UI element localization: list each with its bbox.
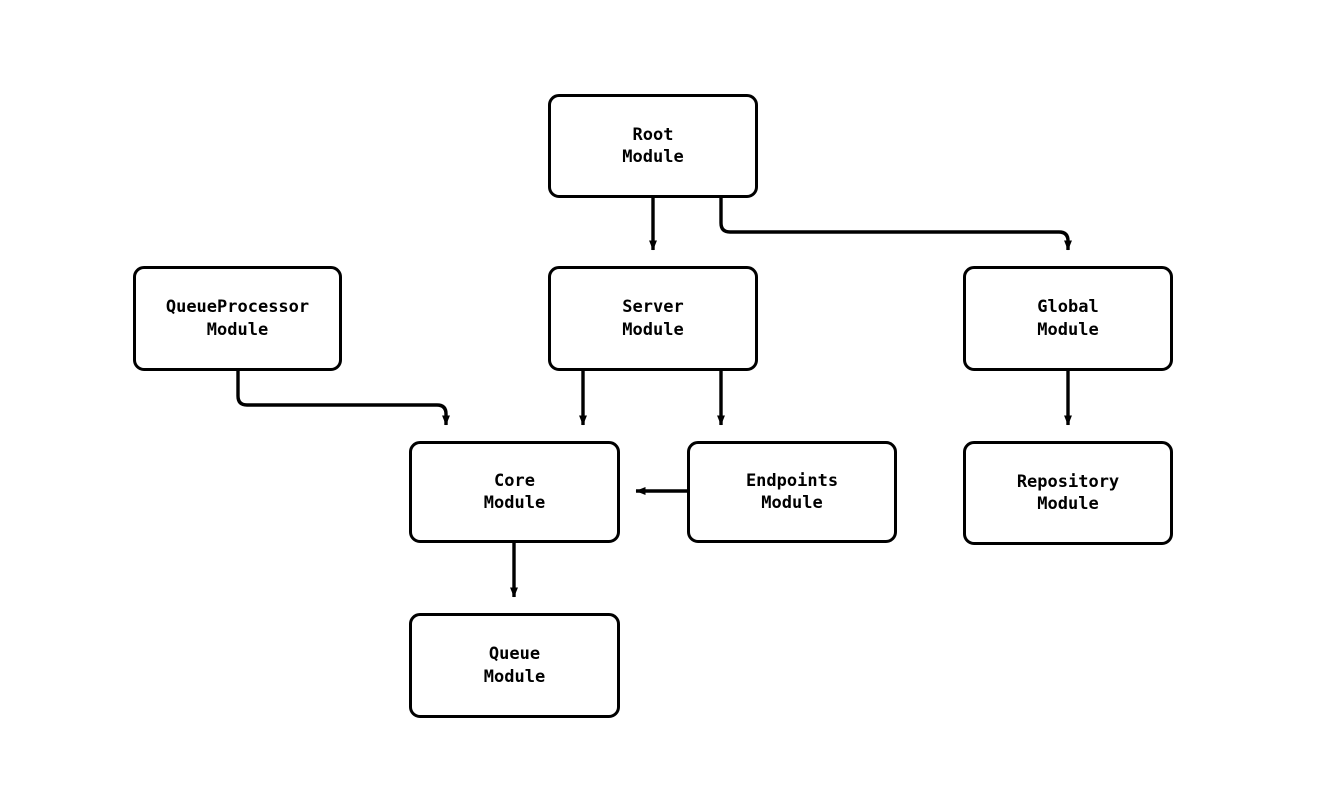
node-root-module-label: Root Module: [622, 124, 684, 167]
node-core-module-label: Core Module: [483, 470, 546, 513]
node-queue-module[interactable]: Queue Module: [409, 613, 620, 718]
edge-queueprocessor-core: [236, 371, 450, 426]
edge-root-global: [719, 198, 1072, 251]
node-global-module-label: Global Module: [1037, 297, 1099, 340]
node-core-module[interactable]: Core Module: [409, 441, 620, 543]
node-queue-module-label: Queue Module: [483, 644, 546, 687]
node-queueprocessor-module-label: QueueProcessor Module: [165, 297, 310, 340]
node-endpoints-module-label: Endpoints Module: [745, 470, 839, 513]
node-root-module[interactable]: Root Module: [548, 94, 758, 198]
node-global-module[interactable]: Global Module: [963, 266, 1173, 371]
node-server-module-label: Server Module: [622, 297, 684, 340]
node-endpoints-module[interactable]: Endpoints Module: [687, 441, 897, 543]
node-repository-module[interactable]: Repository Module: [963, 441, 1173, 545]
node-queueprocessor-module[interactable]: QueueProcessor Module: [133, 266, 342, 371]
node-repository-module-label: Repository Module: [1016, 471, 1120, 514]
node-server-module[interactable]: Server Module: [548, 266, 758, 371]
